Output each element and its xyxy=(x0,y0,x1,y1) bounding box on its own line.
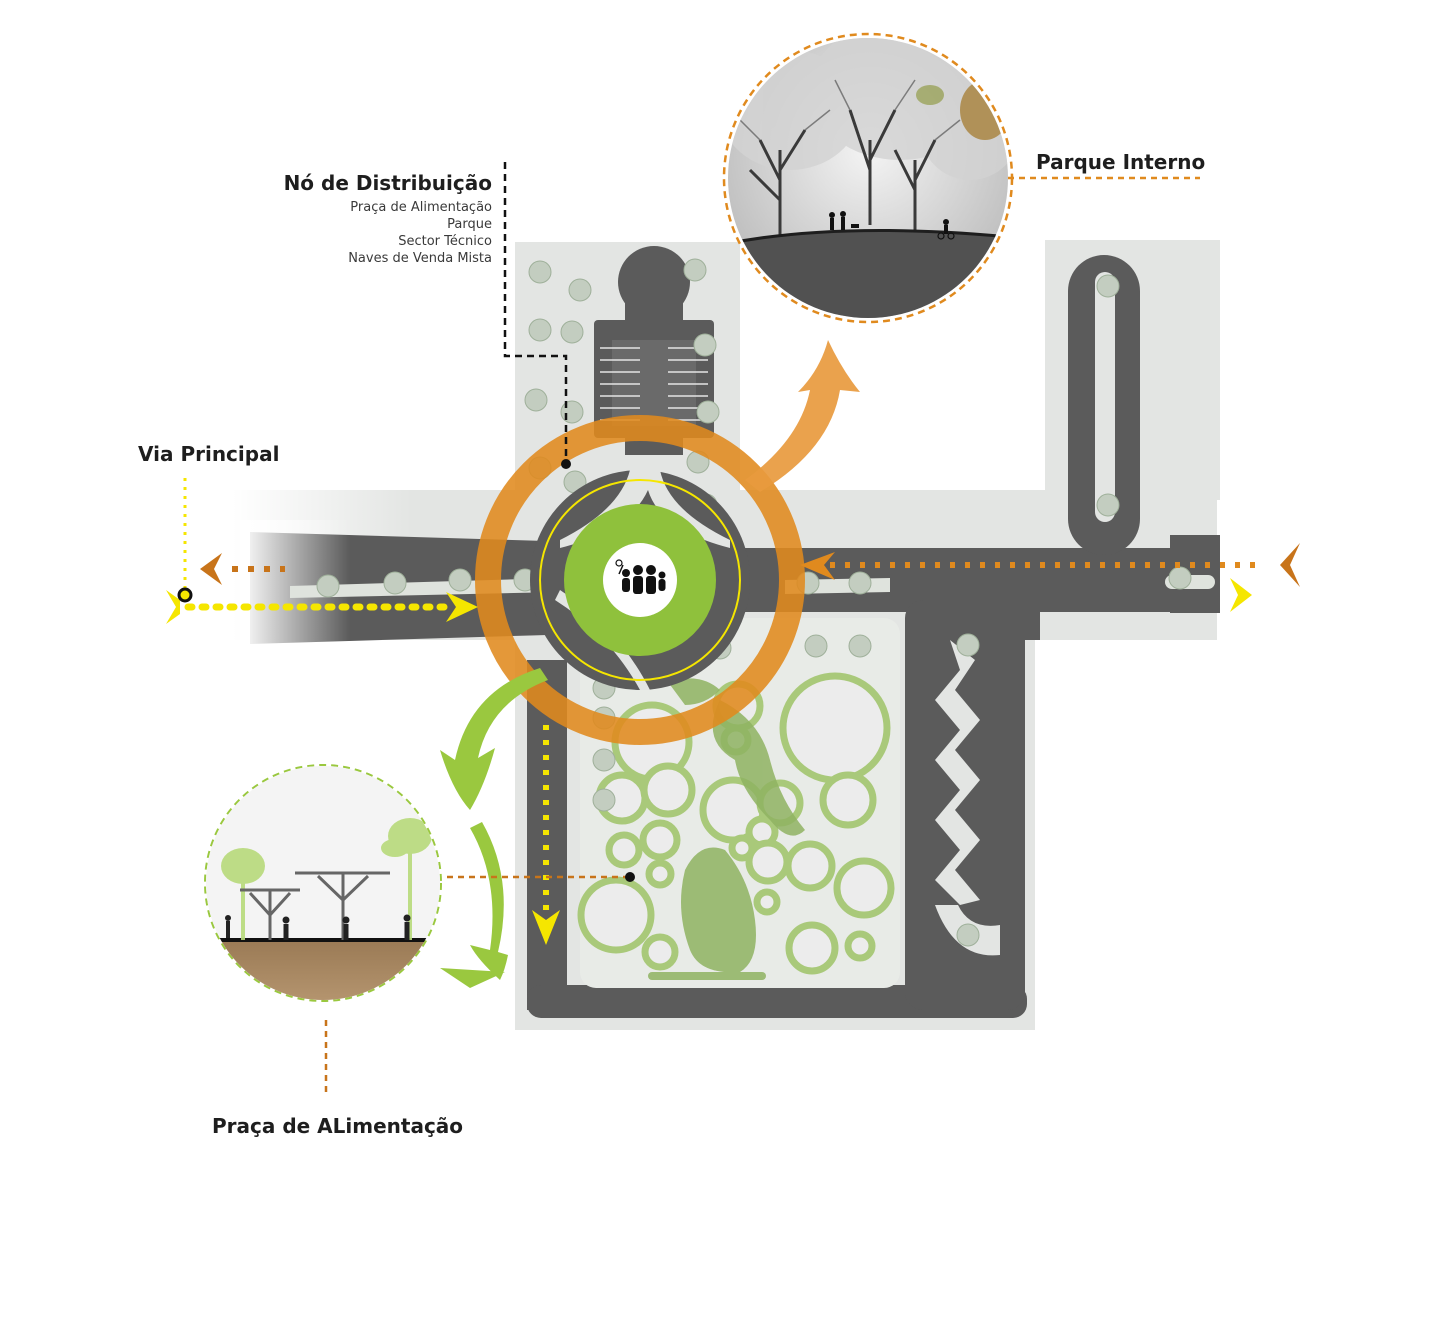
flow-west-dotted-yellow xyxy=(166,478,478,624)
via-principal-label: Via Principal xyxy=(138,442,279,466)
flow-south-dotted-yellow xyxy=(532,725,560,945)
vegetation-patches xyxy=(648,678,805,980)
tree-symbol xyxy=(804,634,828,658)
tree-symbol xyxy=(448,568,472,592)
tree-symbol xyxy=(592,748,616,772)
node-item: Naves de Venda Mista xyxy=(348,251,492,266)
tree-symbol xyxy=(1168,566,1192,590)
tree-symbol xyxy=(528,260,552,284)
tree-symbol xyxy=(560,400,584,424)
food-court-vignette xyxy=(204,764,442,1002)
tree-symbol xyxy=(316,574,340,598)
tree-symbol xyxy=(592,788,616,812)
leader-node-dot xyxy=(561,459,571,469)
park-vignette xyxy=(722,32,1014,324)
node-item: Praça de Alimentação xyxy=(350,200,492,215)
parque-interno-label: Parque Interno xyxy=(1036,150,1205,174)
tree-symbol xyxy=(1096,274,1120,298)
flow-west-dotted-orange xyxy=(200,553,285,585)
tree-symbol xyxy=(560,320,584,344)
tree-symbol xyxy=(568,278,592,302)
flow-east-dotted-orange xyxy=(800,543,1300,612)
arrow-to-park xyxy=(745,340,860,492)
tree-symbol xyxy=(848,634,872,658)
tree-symbol xyxy=(1096,493,1120,517)
node-item: Sector Técnico xyxy=(398,234,492,249)
tree-symbol xyxy=(693,333,717,357)
tree-symbol xyxy=(956,633,980,657)
tree-symbol xyxy=(528,318,552,342)
leader-node xyxy=(503,162,568,462)
arrow-to-food-court xyxy=(440,668,548,988)
tree-symbol xyxy=(956,923,980,947)
node-label: Nó de Distribuição Praça de Alimentação … xyxy=(284,171,492,266)
node-title: Nó de Distribuição xyxy=(284,171,492,195)
tree-symbol xyxy=(524,388,548,412)
leader-food xyxy=(324,872,635,1095)
tree-symbol xyxy=(848,571,872,595)
tree-symbol xyxy=(683,258,707,282)
family-icon xyxy=(615,559,666,594)
tree-symbol xyxy=(696,400,720,424)
praca-alimentacao-label: Praça de ALimentação xyxy=(212,1114,463,1138)
node-item: Parque xyxy=(447,217,492,232)
tree-symbol xyxy=(383,571,407,595)
